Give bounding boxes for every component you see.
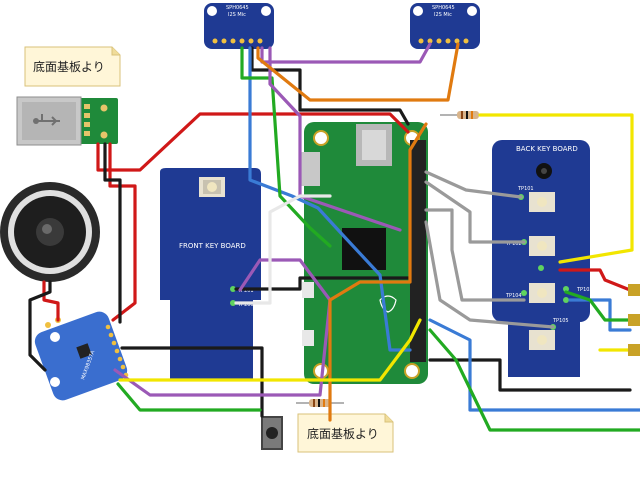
resistor-icon [296, 399, 344, 407]
raspberry-pi-zero [300, 122, 428, 384]
mic-right-sub: I2S Mic [434, 12, 452, 18]
mic-right-name: SPH0645 [432, 5, 455, 11]
back-tp102: TP102 [505, 241, 522, 247]
usb-connector-icon [16, 96, 118, 146]
mic-left-sub: I2S Mic [228, 12, 246, 18]
mic-left: SPH0645 I2S Mic [204, 3, 274, 49]
back-tp104: TP104 [505, 293, 522, 299]
note-bottom: 底面基板より [297, 413, 394, 453]
front-board-title: FRONT KEY BOARD [179, 242, 246, 250]
back-tp101: TP101 [517, 186, 534, 192]
amplifier-board: MAX98357A [34, 311, 129, 401]
front-tp201: TP201 [237, 288, 254, 294]
back-buttons [529, 192, 555, 350]
note-top-left: 底面基板より [24, 46, 121, 87]
speaker-icon [0, 182, 100, 282]
back-tp103: TP103 [576, 287, 593, 293]
front-tp200: TP200 [237, 302, 254, 308]
right-connectors [628, 284, 640, 356]
tactile-button-icon[interactable] [261, 416, 283, 450]
note-top-left-label: 底面基板より [33, 59, 105, 74]
back-key-board: BACK KEY BOARD TP101 TP102 TP104 TP105 T… [492, 140, 593, 377]
mic-right: SPH0645 I2S Mic [410, 3, 480, 49]
wires [28, 42, 640, 432]
front-key-board: FRONT KEY BOARD TP201 TP200 [160, 168, 261, 380]
mic-left-name: SPH0645 [226, 5, 249, 11]
back-board-title: BACK KEY BOARD [516, 145, 578, 153]
back-tp105: TP105 [552, 318, 569, 324]
note-bottom-label: 底面基板より [307, 426, 379, 441]
